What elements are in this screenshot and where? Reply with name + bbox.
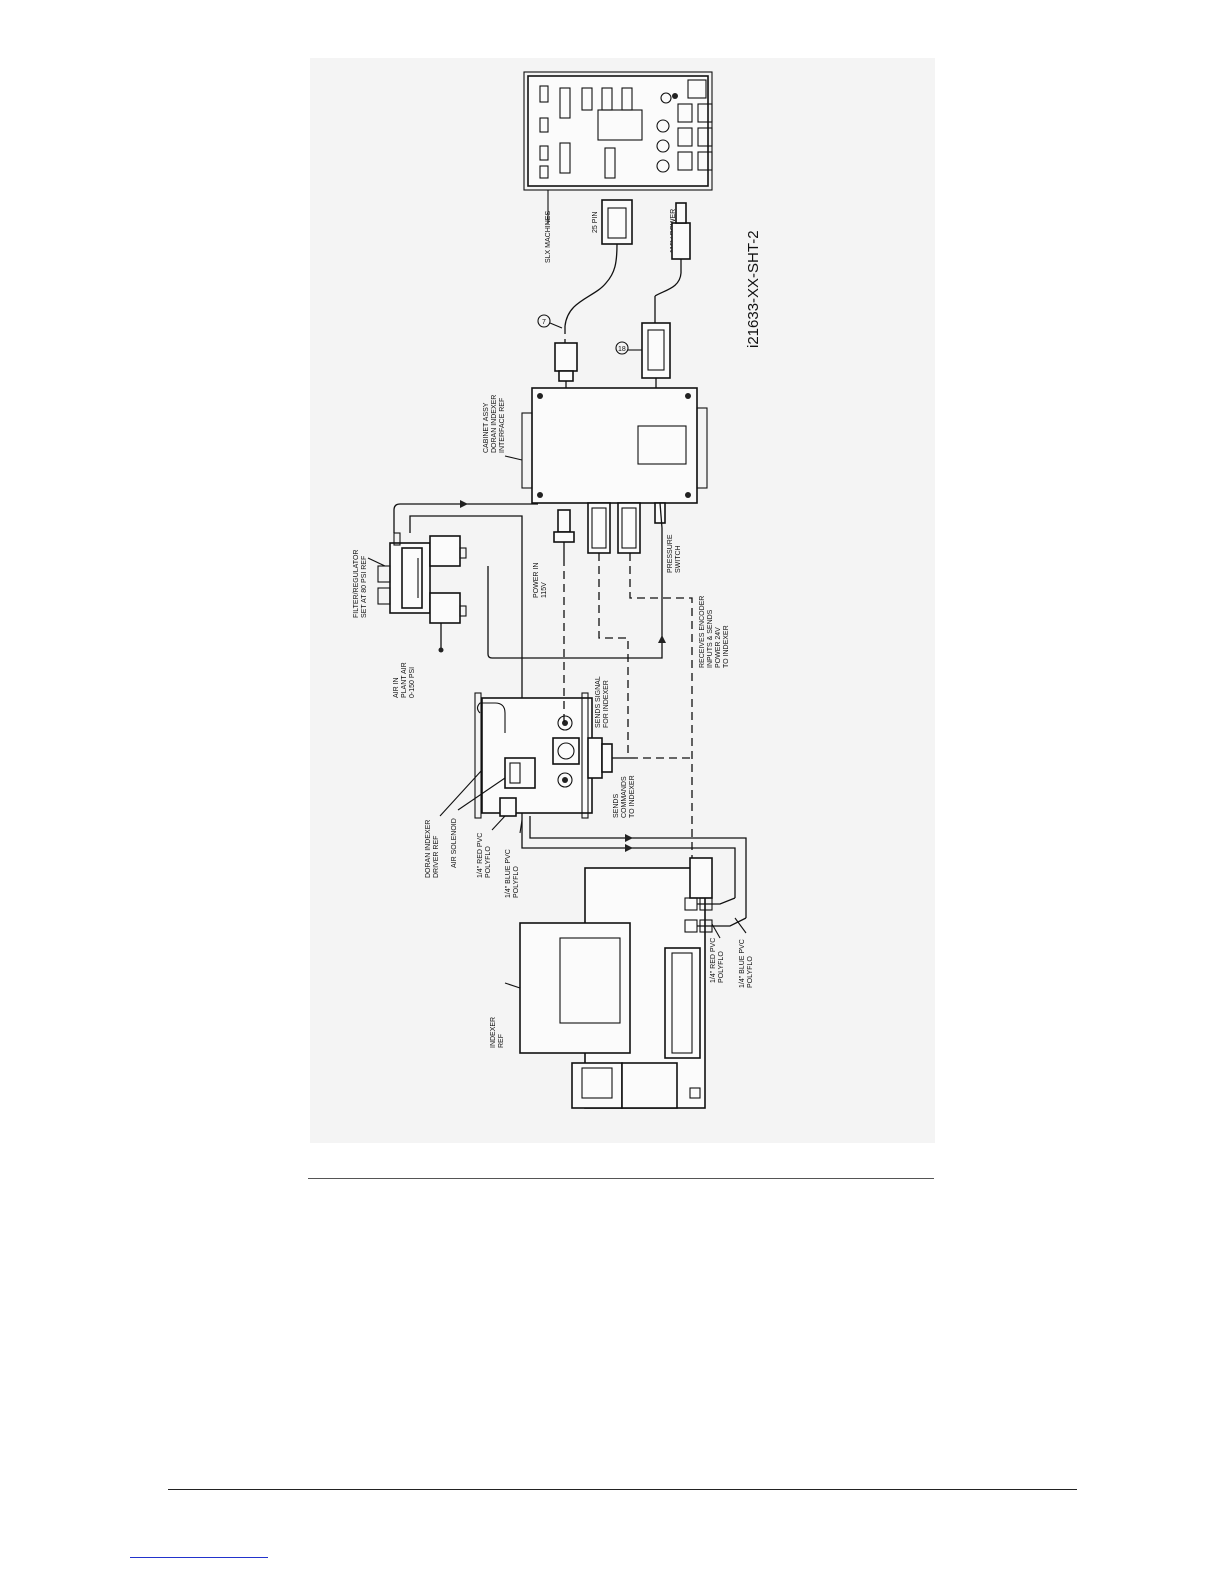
doran-indexer-driver bbox=[474, 692, 593, 819]
red-pvc-left-label-1: 1/4" RED PVC bbox=[477, 833, 484, 878]
doran-driver-label-1: DORAN INDEXER bbox=[425, 820, 432, 878]
figure-bottom-rule bbox=[308, 1178, 934, 1179]
power-in-label-1: POWER IN bbox=[533, 563, 540, 598]
receives-encoder-label-4: TO INDEXER bbox=[723, 625, 730, 668]
pin25-connector bbox=[564, 199, 633, 327]
cabinet-assy-label-3: INTERFACE REF bbox=[499, 398, 506, 453]
filter-regulator-label-2: SET AT 80 PSI REF bbox=[361, 556, 368, 618]
air-in-label-2: PLANT AIR bbox=[401, 662, 408, 698]
power-115v-plug bbox=[654, 202, 691, 297]
cabinet-top-connector bbox=[554, 342, 578, 388]
filter-regulator-label-1: FILTER/REGULATOR bbox=[353, 550, 360, 618]
pin25-label: 25 PIN bbox=[592, 212, 599, 233]
blue-pvc-right-label-1: 1/4" BLUE PVC bbox=[739, 939, 746, 988]
diagram-canvas: SLX MACHINES 25 PIN 115V POWER i21633-XX… bbox=[353, 71, 762, 1109]
callout-7: 7 bbox=[542, 319, 546, 326]
wiring-diagram-figure: SLX MACHINES 25 PIN 115V POWER i21633-XX… bbox=[310, 58, 935, 1143]
doran-driver-label-2: DRIVER REF bbox=[433, 836, 440, 878]
receives-encoder-label-1: RECEIVES ENCODER bbox=[699, 596, 706, 668]
pressure-switch-label-2: SWITCH bbox=[675, 545, 682, 573]
indexer bbox=[519, 857, 713, 1109]
sends-signal-label-1: SENDS SIGNAL bbox=[595, 676, 602, 728]
footer-link-underline[interactable] bbox=[130, 1557, 268, 1558]
indexer-ref-label-1: INDEXER bbox=[490, 1017, 497, 1048]
filter-regulator bbox=[377, 532, 467, 624]
indexer-ref-label-2: REF bbox=[498, 1034, 505, 1048]
sends-commands-label-3: TO INDEXER bbox=[629, 775, 636, 818]
cabinet-assy-label-1: CABINET ASSY bbox=[483, 402, 490, 453]
receives-encoder-label-2: INPUTS & SENDS bbox=[707, 609, 714, 668]
drawing-id-label: i21633-XX-SHT-2 bbox=[745, 230, 762, 348]
callout-18: 18 bbox=[618, 346, 626, 353]
slx-machine-panel bbox=[523, 71, 713, 191]
cabinet-assy bbox=[521, 387, 708, 504]
dsub-18-connector bbox=[615, 296, 671, 388]
blue-pvc-left-label-1: 1/4" BLUE PVC bbox=[505, 849, 512, 898]
red-pvc-right-label-1: 1/4" RED PVC bbox=[710, 938, 717, 983]
blue-pvc-left-label-2: POLYFLO bbox=[513, 866, 520, 898]
receives-encoder-label-3: POWER 24V bbox=[715, 627, 722, 668]
air-in-label-3: 0-150 PSI bbox=[409, 667, 416, 698]
cabinet-bottom-connectors bbox=[553, 502, 666, 558]
sends-signal-connector bbox=[587, 737, 630, 779]
slx-machines-label: SLX MACHINES bbox=[545, 211, 552, 263]
red-pvc-left-label-2: POLYFLO bbox=[485, 846, 492, 878]
cabinet-assy-label-2: DORAN INDEXER bbox=[491, 395, 498, 453]
sends-commands-label-1: SENDS bbox=[613, 794, 620, 818]
sends-signal-label-2: FOR INDEXER bbox=[603, 680, 610, 728]
air-solenoid-label: AIR SOLENOID bbox=[451, 818, 458, 868]
sends-commands-label-2: COMMANDS bbox=[621, 776, 628, 818]
page-footer-rule bbox=[168, 1489, 1077, 1490]
blue-pvc-right-label-2: POLYFLO bbox=[747, 956, 754, 988]
pressure-switch-label-1: PRESSURE bbox=[667, 534, 674, 573]
air-in-label-1: AIR IN bbox=[393, 677, 400, 698]
power-in-label-2: 115V bbox=[541, 582, 548, 598]
red-pvc-right-label-2: POLYFLO bbox=[718, 951, 725, 983]
